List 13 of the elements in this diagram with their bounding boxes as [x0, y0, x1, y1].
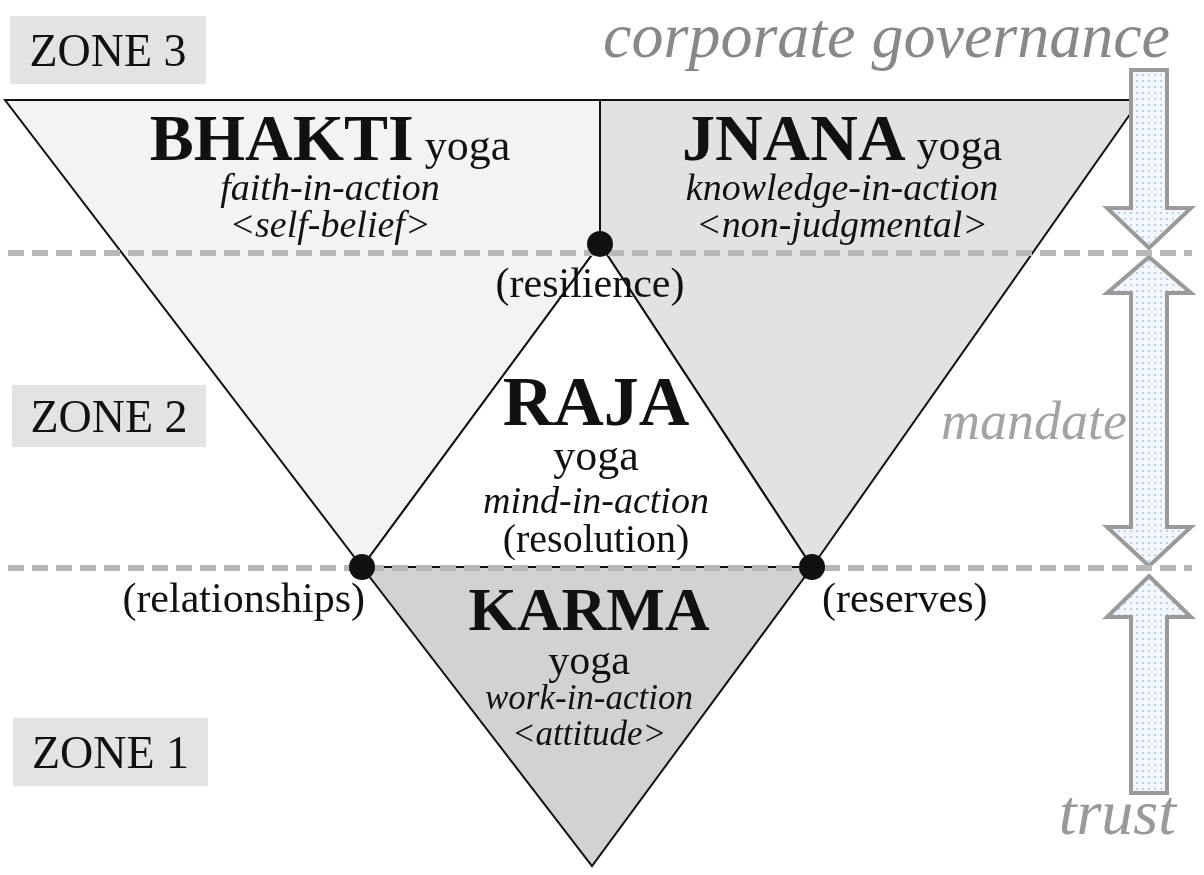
- junction-label: (reserves): [822, 576, 988, 619]
- zone-label: ZONE 3: [10, 16, 206, 84]
- region-note: (resolution): [502, 518, 690, 559]
- region-note: <self-belief>: [229, 205, 431, 244]
- junction-label: (relationships): [122, 576, 365, 619]
- scope-label: mandate: [941, 393, 1127, 448]
- scope-label: corporate governance: [603, 4, 1170, 69]
- region-note: <attitude>: [511, 715, 667, 751]
- scope-label: trust: [1058, 781, 1176, 846]
- zone-label: ZONE 2: [12, 385, 206, 447]
- region-subtitle: faith-in-action: [220, 168, 440, 207]
- region-subtitle: mind-in-action: [483, 481, 709, 520]
- zone-label: ZONE 1: [13, 718, 208, 786]
